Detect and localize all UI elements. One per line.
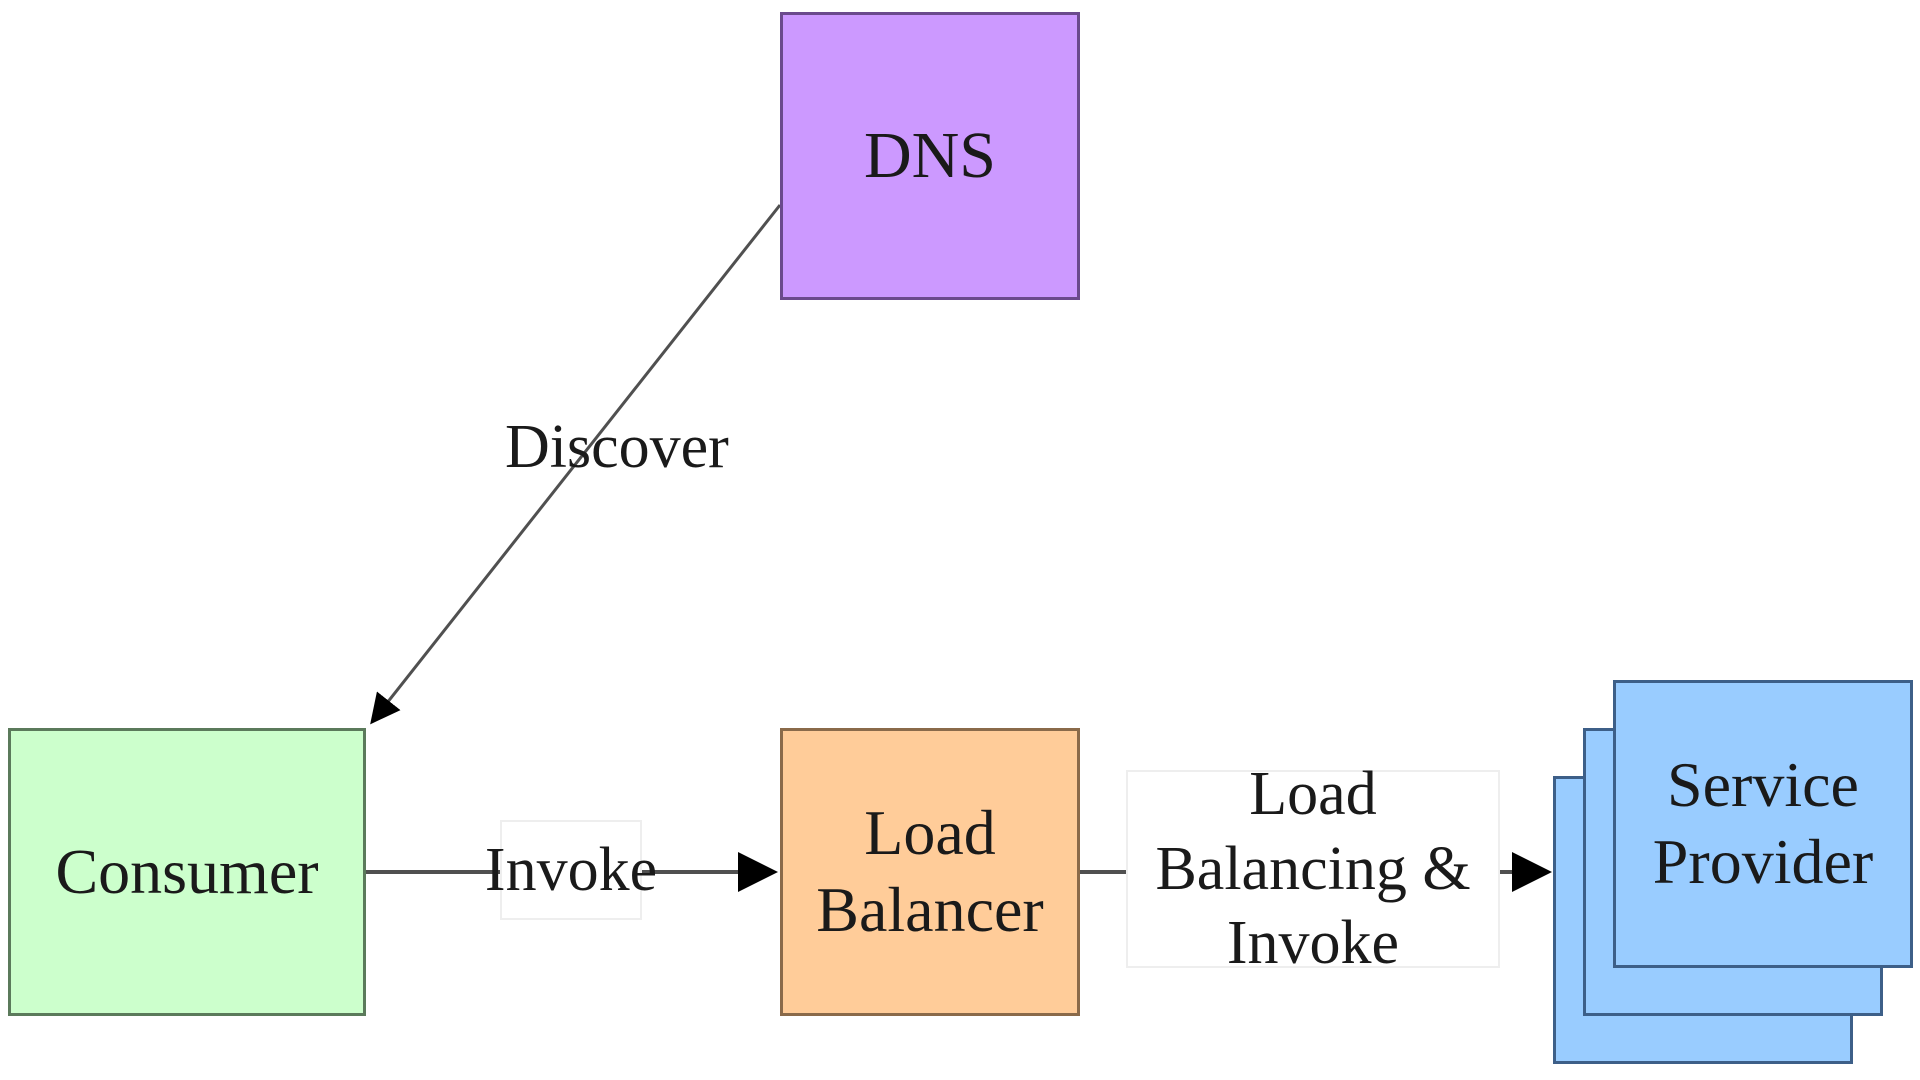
dns-label: DNS — [863, 119, 997, 193]
load-balancing-invoke-line-1: Load Balancing & — [1155, 760, 1471, 903]
discover-edge-label: Discover — [505, 413, 729, 481]
service-provider-label-line-1: Service — [1667, 749, 1859, 821]
invoke-edge-text: Invoke — [484, 835, 658, 904]
invoke-edge-label: Invoke — [485, 820, 657, 920]
discover-edge — [370, 204, 782, 725]
consumer-node: Consumer — [8, 728, 366, 1016]
load-balancer-label-line-2: Balancer — [816, 874, 1044, 945]
consumer-label: Consumer — [55, 835, 319, 907]
load-balancer-node: Load Balancer — [780, 728, 1080, 1016]
load-balancer-label-line-1: Load — [864, 797, 996, 869]
load-balancing-invoke-edge-label: Load Balancing & Invoke — [1126, 760, 1500, 977]
service-provider-node: Service Provider — [1613, 680, 1913, 968]
service-provider-label-line-2: Provider — [1652, 826, 1874, 897]
load-balancing-invoke-line-2: Invoke — [1226, 909, 1400, 978]
dns-node: DNS — [780, 12, 1080, 300]
